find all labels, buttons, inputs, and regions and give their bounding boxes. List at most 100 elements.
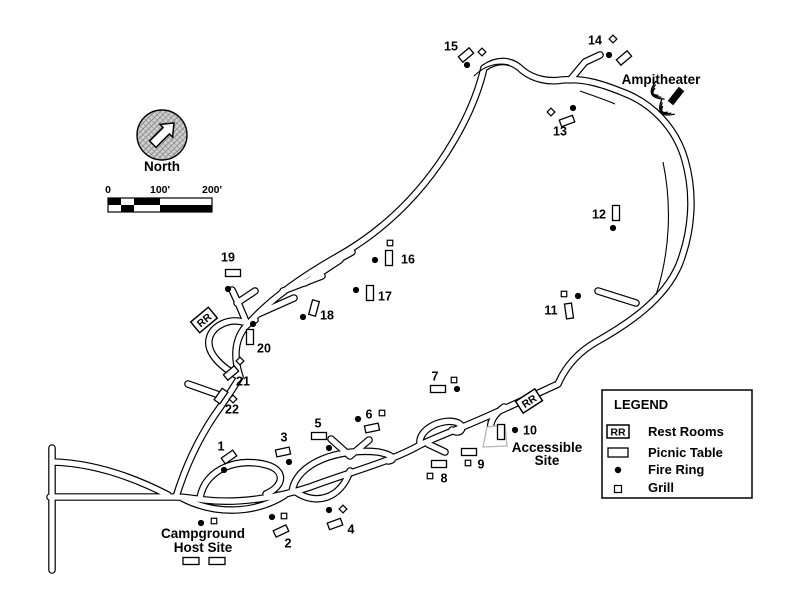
site-number-label: 1 <box>218 440 225 454</box>
campsite-17: 17 <box>352 284 392 304</box>
site-number-label: 11 <box>544 304 557 318</box>
fire-ring-icon <box>197 519 205 527</box>
grill-icon <box>613 484 623 494</box>
picnic-table-icon <box>224 268 242 278</box>
site-number-label: 14 <box>588 34 602 48</box>
campsite-6: 6 <box>354 408 386 434</box>
picnic-table-icon <box>563 302 575 320</box>
campsite-8: 8 <box>426 459 448 486</box>
campsite-16: 16 <box>371 239 415 267</box>
restrooms-marker: RR <box>514 387 544 415</box>
campsite-19: 19 <box>221 251 242 293</box>
campsite-10: 10 <box>496 424 537 441</box>
scale-bar-segments <box>107 197 213 213</box>
legend: LEGEND RR Rest Rooms Picnic Table Fire R… <box>601 389 753 499</box>
scale-200: 200' <box>202 184 222 196</box>
campsite-22: 22 <box>213 387 239 417</box>
fire-ring-icon <box>224 285 232 293</box>
fire-ring-icon <box>569 104 577 112</box>
restrooms-marker: RR <box>189 306 219 334</box>
svg-text:Fire Ring: Fire Ring <box>648 462 704 477</box>
picnic-table-icon <box>611 204 621 222</box>
grill-icon <box>450 376 458 384</box>
grill-icon <box>608 34 618 44</box>
campsite-2: 2 <box>268 512 292 551</box>
campsite-15: 15 <box>444 40 487 69</box>
site-number-label: 16 <box>401 253 415 267</box>
picnic-table-icon <box>457 46 475 64</box>
svg-text:RR: RR <box>610 427 626 439</box>
site-number-label: 18 <box>320 309 334 323</box>
campsite-7: 7 <box>429 370 461 394</box>
picnic-table-icon <box>460 447 478 457</box>
scale-bar: 0 100' 200' <box>105 184 222 213</box>
campground-host-label: Campground Host Site <box>161 526 245 555</box>
picnic-table-icon <box>274 446 292 458</box>
fire-ring-icon <box>249 320 257 328</box>
picnic-table-icon <box>615 49 633 67</box>
site-number-label: 15 <box>444 40 458 54</box>
picnic-table-icon <box>384 249 394 267</box>
site-number-label: 9 <box>478 458 485 472</box>
picnic-table-icon <box>430 459 448 469</box>
site-number-label: 12 <box>592 208 606 222</box>
campsite-14: 14 <box>588 34 633 67</box>
svg-text:Campground: Campground <box>161 526 245 541</box>
grill-icon <box>378 409 386 417</box>
north-arrow: North <box>136 109 188 174</box>
grill-icon <box>338 504 348 514</box>
ampitheater-label: Ampitheater <box>622 72 702 87</box>
grill-icon <box>426 472 434 480</box>
road-island-details <box>473 63 669 296</box>
fire-ring-icon <box>614 466 622 474</box>
restrooms-marker-box <box>189 306 219 334</box>
grill-icon <box>464 459 472 467</box>
fire-ring-icon <box>299 313 307 321</box>
campsite-13: 13 <box>546 104 577 139</box>
fire-ring-icon <box>609 224 617 232</box>
site-number-label: 21 <box>236 375 250 389</box>
picnic-table-icon <box>429 384 447 394</box>
svg-text:Picnic Table: Picnic Table <box>648 445 723 460</box>
picnic-table-icon <box>307 299 321 317</box>
fire-ring-icon <box>268 513 276 521</box>
north-arrow-icon <box>148 122 175 149</box>
svg-text:Grill: Grill <box>648 480 674 495</box>
seating-arcs-icon <box>650 80 675 116</box>
svg-text:Rest Rooms: Rest Rooms <box>648 424 724 439</box>
restroom-markers: RR RR <box>189 306 544 415</box>
site-number-label: 13 <box>553 125 567 139</box>
fire-ring-icon <box>325 444 333 452</box>
site-number-label: 5 <box>315 417 322 431</box>
grill-icon <box>235 356 245 366</box>
site-number-label: 17 <box>378 290 392 304</box>
site-number-label: 2 <box>285 537 292 551</box>
legend-title: LEGEND <box>614 397 668 412</box>
picnic-table-icon <box>272 524 290 538</box>
picnic-table-icon <box>222 364 240 382</box>
grill-icon <box>546 107 556 117</box>
ampitheater: Ampitheater <box>622 72 702 116</box>
scale-0: 0 <box>105 184 111 196</box>
svg-text:Site: Site <box>535 453 560 468</box>
site-number-label: 22 <box>225 403 239 417</box>
fire-ring-icon <box>574 292 582 300</box>
grill-icon <box>228 394 238 404</box>
grill-icon <box>280 512 288 520</box>
restrooms-marker-box <box>514 387 544 415</box>
site-number-label: 4 <box>348 523 355 537</box>
legend-box <box>601 389 753 499</box>
picnic-table-icon <box>245 328 255 346</box>
fire-ring-icon <box>605 51 613 59</box>
site-number-label: 20 <box>257 342 271 356</box>
site-number-label: 6 <box>366 408 373 422</box>
north-label: North <box>144 159 180 174</box>
picnic-table-icon <box>326 517 344 531</box>
grill-icon <box>477 47 487 57</box>
fire-ring-icon <box>285 458 293 466</box>
site-number-label: 19 <box>221 251 235 265</box>
fire-ring-icon <box>352 286 360 294</box>
svg-text:Host Site: Host Site <box>174 540 233 555</box>
